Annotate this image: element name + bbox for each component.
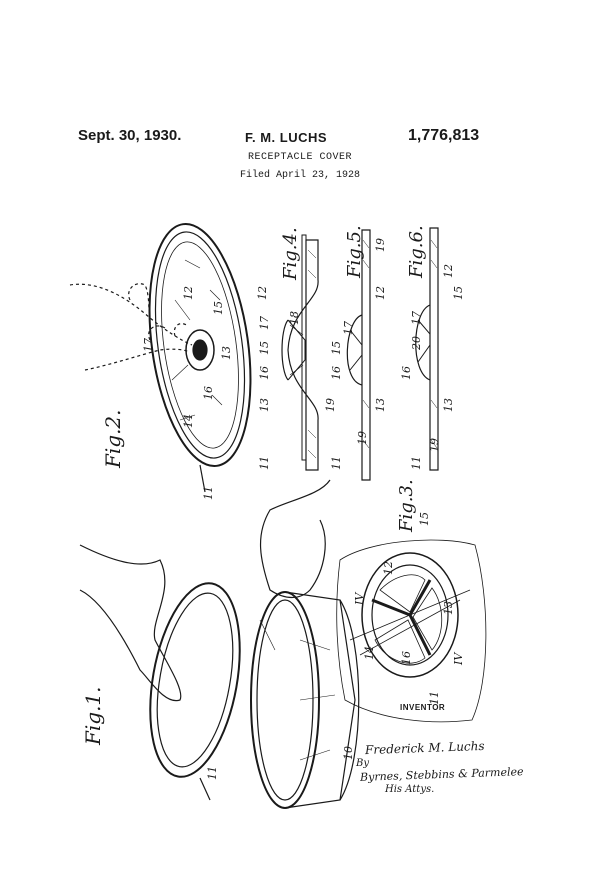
ref-fig4-13: 13 (258, 398, 271, 412)
ref-fig5-12: 12 (374, 286, 387, 300)
ref-fig2-16: 16 (202, 386, 215, 400)
ref-fig2-14: 14 (182, 414, 195, 428)
fig3-label: Fig.3. (396, 479, 417, 533)
ref-fig3-16: 16 (400, 651, 413, 665)
ref-fig3-11: 11 (428, 691, 441, 705)
ref-fig3-iv-a: IV (353, 592, 366, 606)
signature-by: By (356, 758, 369, 769)
patent-date: Sept. 30, 1930. (78, 127, 182, 144)
ref-fig4-18: 18 (288, 311, 301, 325)
ref-fig6-13: 13 (442, 398, 455, 412)
patent-title: RECEPTACLE COVER (247, 152, 352, 163)
ref-fig4-12: 12 (256, 286, 269, 300)
ref-fig2-17: 17 (142, 338, 155, 352)
ref-fig4-19: 19 (324, 398, 337, 412)
fig3-drawing (336, 539, 487, 723)
filing-date: Filed April 23, 1928 (239, 170, 361, 181)
fig6-label: Fig.6. (406, 225, 427, 279)
ref-fig1-10: 10 (342, 746, 355, 760)
fig5-label: Fig.5. (344, 225, 365, 279)
ref-fig5-19b: 19 (356, 431, 369, 445)
ref-fig1-11: 11 (206, 766, 219, 780)
ref-fig3-15: 15 (418, 512, 431, 526)
fig1-drawing (79, 479, 360, 809)
ref-fig6-15: 15 (452, 286, 465, 300)
fig2-label: Fig.2. (101, 409, 125, 469)
fig4-drawing (281, 234, 319, 471)
his-attys: His Attys. (385, 784, 435, 795)
ref-fig4-15: 15 (258, 341, 271, 355)
fig4-label: Fig.4. (280, 227, 301, 281)
ref-fig3-iv-b: IV (452, 652, 465, 666)
ref-fig4-16: 16 (258, 366, 271, 380)
ref-fig3-14: 14 (363, 646, 376, 660)
ref-fig2-12: 12 (182, 286, 195, 300)
fig6-drawing (415, 227, 439, 471)
ref-fig4-17: 17 (258, 316, 271, 330)
ref-fig2-15: 15 (212, 301, 225, 315)
ref-fig6-20: 20 (410, 336, 423, 351)
fig1-label: Fig.1. (81, 686, 105, 746)
ref-fig4-11: 11 (258, 456, 271, 470)
ref-fig5-11: 11 (330, 456, 343, 470)
inventor-name: F. M. LUCHS (245, 130, 328, 145)
patent-number: 1,776,813 (408, 127, 480, 144)
ref-fig5-15: 15 (330, 341, 343, 355)
ref-fig2-11: 11 (202, 486, 215, 500)
ref-fig6-17: 17 (410, 311, 423, 325)
ref-fig6-12: 12 (442, 264, 455, 278)
ref-fig5-13: 13 (374, 398, 387, 412)
ref-fig6-11: 11 (410, 456, 423, 470)
ref-fig6-19: 19 (428, 438, 441, 452)
ref-fig6-16: 16 (400, 366, 413, 380)
ref-fig3-13: 13 (442, 601, 455, 615)
inventor-label: INVENTOR (400, 703, 446, 712)
ref-fig2-13: 13 (220, 346, 233, 360)
ref-fig5-17: 17 (342, 321, 355, 335)
fig5-drawing (346, 229, 371, 481)
fig2-drawing (69, 223, 252, 493)
ref-fig3-12: 12 (382, 561, 395, 575)
ref-fig5-16: 16 (330, 366, 343, 380)
reference-numerals: 12 15 17 13 16 14 11 12 18 17 15 16 13 1… (142, 238, 465, 780)
ref-fig5-19a: 19 (374, 238, 387, 252)
